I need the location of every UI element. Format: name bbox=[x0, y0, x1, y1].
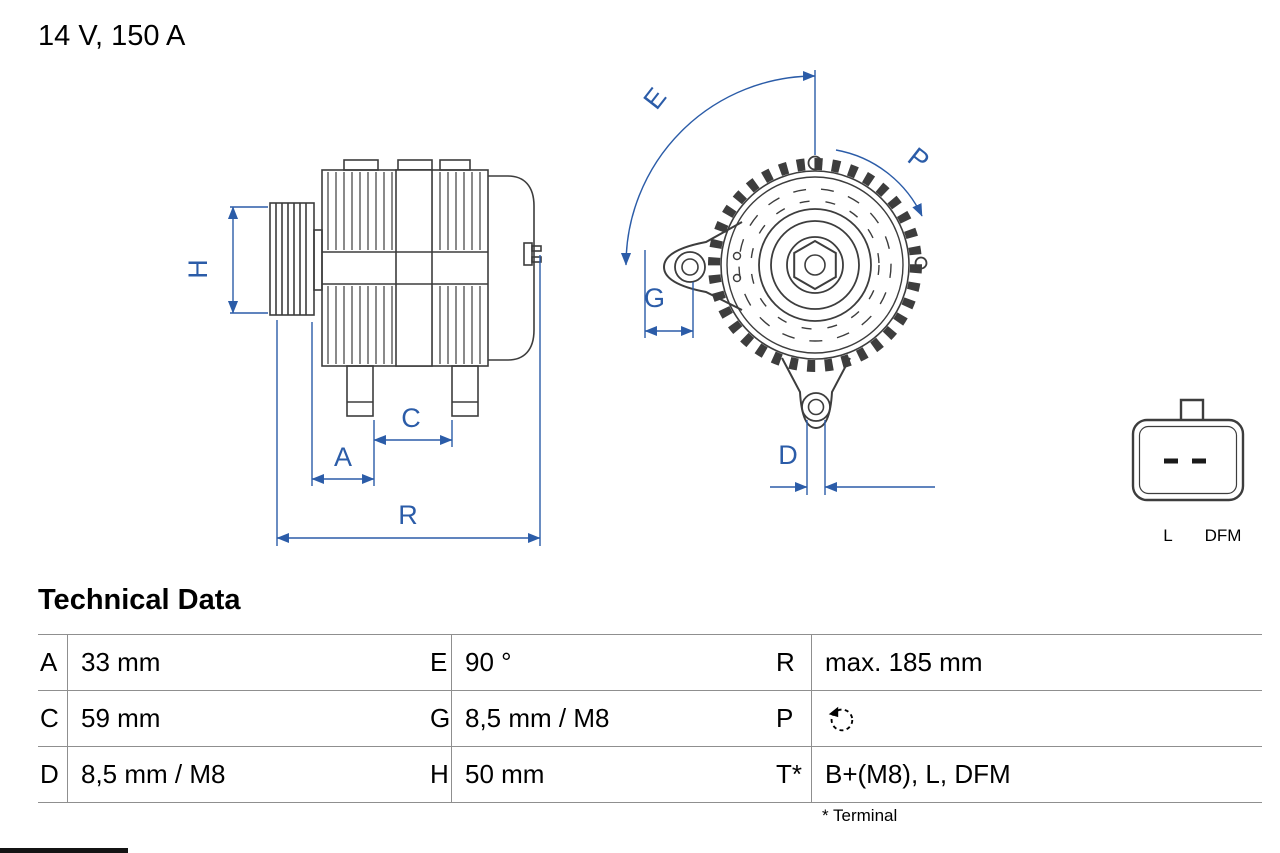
table-value-d: 8,5 mm / M8 bbox=[68, 747, 428, 803]
table-title: Technical Data bbox=[38, 584, 241, 616]
table-key-h: H bbox=[428, 747, 452, 803]
table-key-e: E bbox=[428, 635, 452, 691]
dim-label-h: H bbox=[183, 259, 213, 279]
terminal-footnote: * Terminal bbox=[822, 806, 898, 825]
technical-drawing: H A C R bbox=[183, 70, 1245, 546]
table-value-g: 8,5 mm / M8 bbox=[452, 691, 774, 747]
table-value-h: 50 mm bbox=[452, 747, 774, 803]
dim-label-c: C bbox=[401, 403, 421, 433]
table-value-e: 90 ° bbox=[452, 635, 774, 691]
connector-pin-label-l: L bbox=[1163, 526, 1172, 545]
table-value-p bbox=[812, 691, 1262, 747]
table-key-r: R bbox=[774, 635, 812, 691]
spec-rating: 14 V, 150 A bbox=[38, 20, 186, 52]
technical-data-table: A 33 mm E 90 ° R max. 185 mm C 59 mm G 8… bbox=[38, 634, 1262, 803]
connector-pin-label-dfm: DFM bbox=[1205, 526, 1242, 545]
table-key-c: C bbox=[38, 691, 68, 747]
table-key-p: P bbox=[774, 691, 812, 747]
rotation-direction-icon bbox=[828, 706, 854, 731]
table-value-c: 59 mm bbox=[68, 691, 428, 747]
table-key-a: A bbox=[38, 635, 68, 691]
table-key-g: G bbox=[428, 691, 452, 747]
dim-label-d: D bbox=[778, 440, 798, 470]
table-value-t: B+(M8), L, DFM bbox=[812, 747, 1262, 803]
bottom-edge-bar bbox=[0, 848, 128, 853]
connector-drawing bbox=[1131, 398, 1245, 502]
table-value-r: max. 185 mm bbox=[812, 635, 1262, 691]
dim-label-g: G bbox=[644, 283, 665, 313]
side-view-dimensions bbox=[227, 206, 541, 546]
table-key-t: T* bbox=[774, 747, 812, 803]
dim-label-a: A bbox=[334, 442, 352, 472]
front-view-drawing bbox=[662, 155, 928, 430]
dim-label-r: R bbox=[398, 500, 418, 530]
table-key-d: D bbox=[38, 747, 68, 803]
front-view-dimensions bbox=[620, 70, 935, 495]
dim-label-p: P bbox=[902, 142, 935, 177]
side-view-drawing bbox=[269, 159, 542, 417]
table-value-a: 33 mm bbox=[68, 635, 428, 691]
dim-label-e: E bbox=[638, 82, 673, 115]
